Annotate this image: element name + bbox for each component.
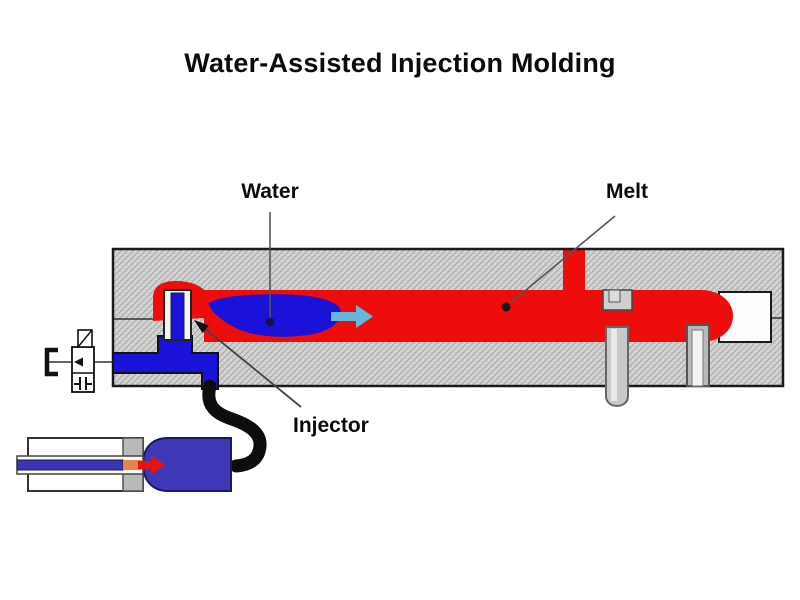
flow-arrow-icon <box>331 305 373 328</box>
page-title: Water-Assisted Injection Molding <box>184 48 616 78</box>
ejector-pin-highlight <box>611 329 617 401</box>
valve-closed-icon <box>74 377 92 390</box>
core-insert-pin <box>608 289 621 303</box>
piston-rod <box>16 459 124 471</box>
water-bubble <box>208 294 341 337</box>
water-leader-dot <box>265 317 275 327</box>
injector-needle <box>170 292 185 341</box>
valve-body <box>71 346 95 393</box>
melt-channel <box>204 290 733 342</box>
injector-leader-arrowhead-icon <box>194 320 209 334</box>
pin-sleeve-core <box>691 329 704 387</box>
piston-arrow-icon <box>138 455 165 475</box>
melt-leader-line <box>507 215 616 306</box>
injector-leader-line <box>202 326 302 408</box>
injector-label: Injector <box>293 414 369 437</box>
valve-flow-arrow-icon <box>74 357 83 367</box>
melt-leader-dot <box>501 302 511 312</box>
water-label: Water <box>241 180 299 203</box>
water-hose <box>202 379 267 473</box>
valve-actuator-stroke <box>77 329 93 348</box>
mold-outline <box>111 247 785 388</box>
piston-rod-tip <box>123 460 143 470</box>
melt-label: Melt <box>606 180 648 203</box>
water-pipe <box>112 335 219 390</box>
melt-sprue <box>563 249 585 294</box>
valve-bracket-icon <box>44 347 58 377</box>
